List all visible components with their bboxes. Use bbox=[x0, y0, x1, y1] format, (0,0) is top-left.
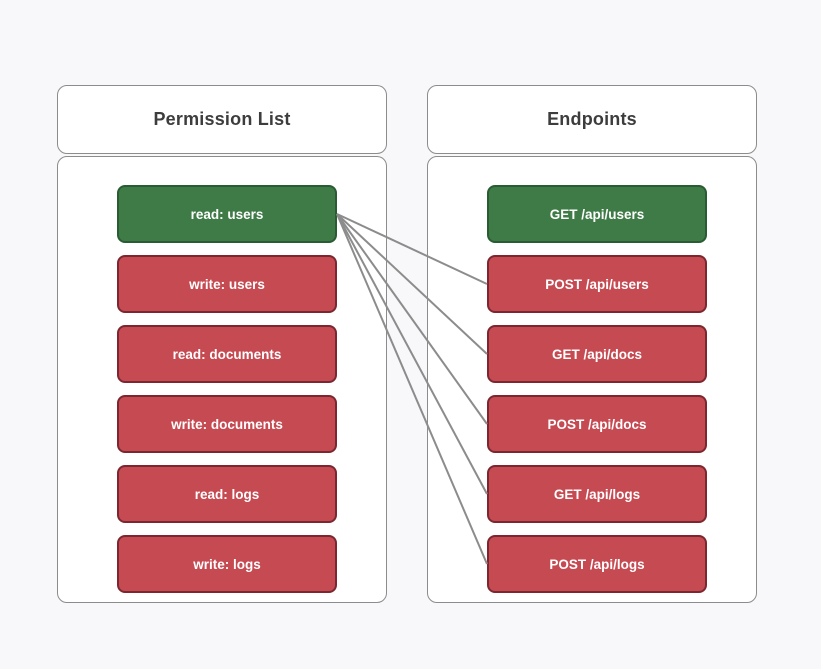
node-label: read: documents bbox=[172, 346, 282, 362]
panel-permission-list: Permission List read: users write: users r… bbox=[57, 85, 387, 603]
permission-node-write-documents[interactable]: write: documents bbox=[117, 395, 337, 453]
panel-permission-list-title: Permission List bbox=[153, 109, 291, 129]
node-label: POST /api/logs bbox=[549, 556, 645, 572]
node-label: POST /api/docs bbox=[547, 416, 647, 432]
permission-node-write-logs[interactable]: write: logs bbox=[117, 535, 337, 593]
node-label: GET /api/docs bbox=[551, 346, 643, 362]
panel-permission-list-header: Permission List bbox=[57, 85, 387, 154]
node-label: GET /api/users bbox=[549, 206, 645, 222]
endpoint-node-get-api-docs[interactable]: GET /api/docs bbox=[487, 325, 707, 383]
node-label: read: users bbox=[190, 206, 264, 222]
permission-node-read-users[interactable]: read: users bbox=[117, 185, 337, 243]
endpoint-node-post-api-logs[interactable]: POST /api/logs bbox=[487, 535, 707, 593]
permission-node-read-logs[interactable]: read: logs bbox=[117, 465, 337, 523]
endpoint-node-get-api-logs[interactable]: GET /api/logs bbox=[487, 465, 707, 523]
node-label: GET /api/logs bbox=[553, 486, 641, 502]
node-label: POST /api/users bbox=[545, 276, 649, 292]
node-label: write: documents bbox=[171, 416, 283, 432]
endpoint-node-get-api-users[interactable]: GET /api/users bbox=[487, 185, 707, 243]
node-label: write: users bbox=[189, 276, 265, 292]
panel-endpoints-title: Endpoints bbox=[547, 109, 637, 129]
node-label: write: logs bbox=[193, 556, 261, 572]
permission-node-read-documents[interactable]: read: documents bbox=[117, 325, 337, 383]
permission-node-write-users[interactable]: write: users bbox=[117, 255, 337, 313]
endpoint-node-post-api-docs[interactable]: POST /api/docs bbox=[487, 395, 707, 453]
panel-endpoints-header: Endpoints bbox=[427, 85, 757, 154]
endpoint-node-post-api-users[interactable]: POST /api/users bbox=[487, 255, 707, 313]
node-label: read: logs bbox=[194, 486, 260, 502]
